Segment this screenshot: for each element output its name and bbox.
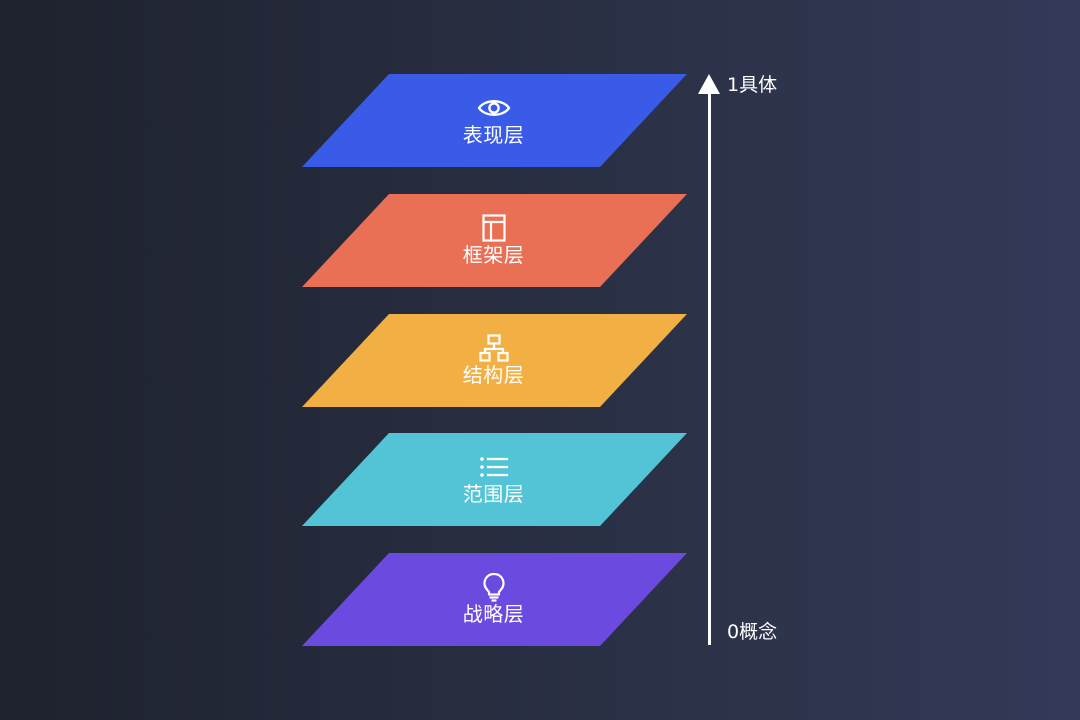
axis-arrow-up-icon [698,74,720,94]
list-icon [477,453,511,481]
layer-strategy-label: 战略层 [462,602,525,626]
layer-strategy: 战略层 [302,553,687,646]
eye-icon [477,94,511,122]
layer-framework-label: 框架层 [462,243,525,267]
layout-icon [477,214,511,242]
axis-top-label: 1具体 [727,74,778,96]
axis-bottom-label: 0概念 [727,621,778,643]
layer-structure: 结构层 [302,314,687,407]
layer-presentation-label: 表现层 [462,123,525,147]
layer-structure-label: 结构层 [462,363,525,387]
axis-line [708,88,711,645]
layer-scope-label: 范围层 [462,482,525,506]
layer-framework: 框架层 [302,194,687,287]
layer-presentation: 表现层 [302,74,687,167]
hierarchy-icon [477,334,511,362]
layer-scope: 范围层 [302,433,687,526]
lightbulb-icon [477,572,511,602]
